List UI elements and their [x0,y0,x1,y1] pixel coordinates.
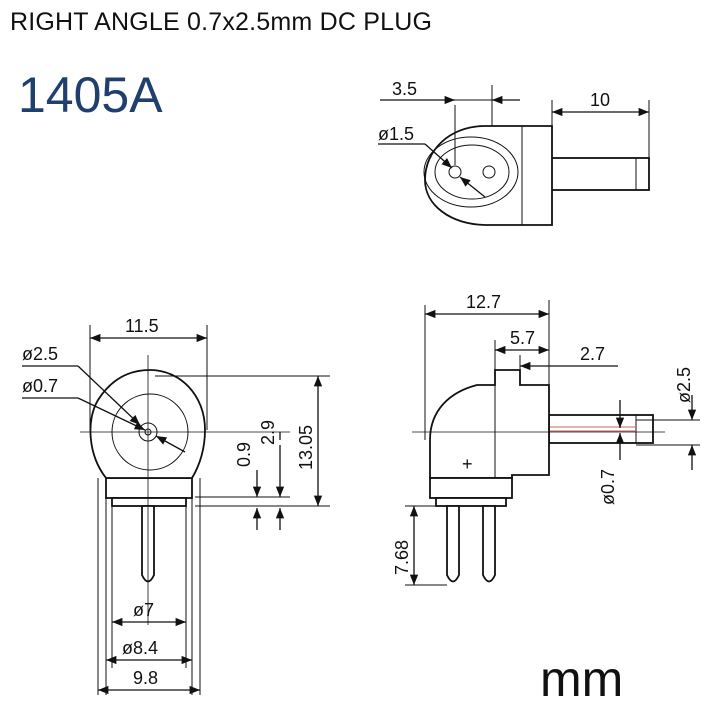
dim-2-9: 2.9 [258,420,278,445]
dim-dia-2-5-front: ø2.5 [22,344,58,364]
dim-7-68: 7.68 [392,540,412,575]
hole-left [448,165,462,179]
plus-mark: + [462,454,473,474]
top-view-pin [544,157,650,191]
top-view: 3.5 10 ø1.5 [378,79,650,226]
model-number: 1405A [18,67,163,123]
hole-right [482,165,496,179]
dim-dia-2-5-side: ø2.5 [674,367,694,403]
dim-dia-7: ø7 [133,600,154,620]
side-view-pin [548,414,654,444]
side-view-pin-right [482,505,496,583]
dim-2-7: 2.7 [580,344,605,364]
dim-13-05: 13.05 [296,425,316,470]
dim-10: 10 [590,90,610,110]
side-view: + 12.7 5.7 2.7 ø2.5 ø0.7 [392,292,700,586]
side-view-pin-left [446,505,460,583]
drawing-title: RIGHT ANGLE 0.7x2.5mm DC PLUG [10,8,433,36]
dim-9-8: 9.8 [133,668,158,688]
front-view: 11.5 ø2.5 ø0.7 13.05 2.9 0.9 ø7 [22,316,330,695]
front-view-flange [105,477,193,499]
dim-3-5: 3.5 [392,79,417,99]
dim-5-7: 5.7 [510,328,535,348]
dim-0-9: 0.9 [234,442,254,467]
dim-dia-8-4: ø8.4 [122,638,158,658]
unit-label: mm [540,651,624,707]
dim-11-5: 11.5 [125,316,159,336]
top-view-housing [424,125,553,226]
dim-dia-0-7-front: ø0.7 [22,376,58,396]
dim-12-7: 12.7 [466,292,501,312]
side-view-housing [429,369,550,479]
dim-dia-0-7-side: ø0.7 [598,469,618,505]
dim-dia-1-5: ø1.5 [378,124,414,144]
